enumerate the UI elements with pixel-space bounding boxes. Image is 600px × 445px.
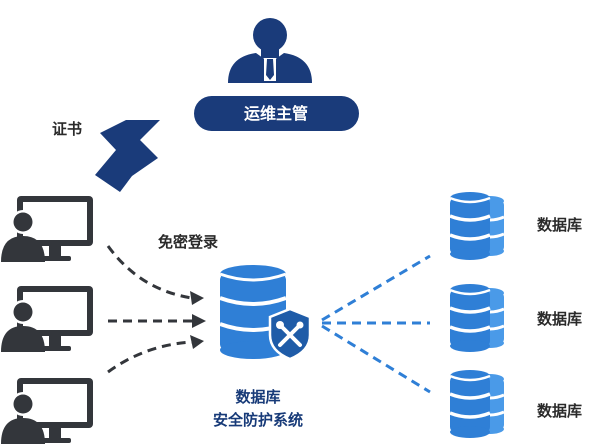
arrow-client-1 <box>106 245 193 300</box>
passwordless-login-label: 免密登录 <box>158 233 218 251</box>
client-pc-1-icon <box>1 196 93 262</box>
database-3-label: 数据库 <box>537 402 582 420</box>
database-3-icon <box>448 368 506 440</box>
link-db-1 <box>321 254 431 322</box>
certificate-label: 证书 <box>52 120 82 138</box>
database-1-label: 数据库 <box>537 216 582 234</box>
database-2-icon <box>448 282 506 354</box>
center-label-line1: 数据库 <box>235 388 280 406</box>
client-pc-3-icon <box>1 378 93 444</box>
arrowheads <box>190 291 206 349</box>
shield-tools-icon <box>268 307 312 361</box>
link-db-3 <box>321 324 431 394</box>
certificate-arrow-icon <box>95 120 160 192</box>
manager-avatar-icon <box>228 18 312 83</box>
database-2-label: 数据库 <box>537 310 582 328</box>
manager-badge: 运维主管 <box>194 96 359 131</box>
database-1-icon <box>448 190 506 262</box>
center-label-line2: 安全防护系统 <box>213 411 303 429</box>
database-connections <box>321 254 431 394</box>
arrow-client-3 <box>107 340 193 374</box>
manager-label: 运维主管 <box>244 104 308 123</box>
client-connection-arrows <box>106 245 193 374</box>
client-pc-2-icon <box>1 286 93 352</box>
